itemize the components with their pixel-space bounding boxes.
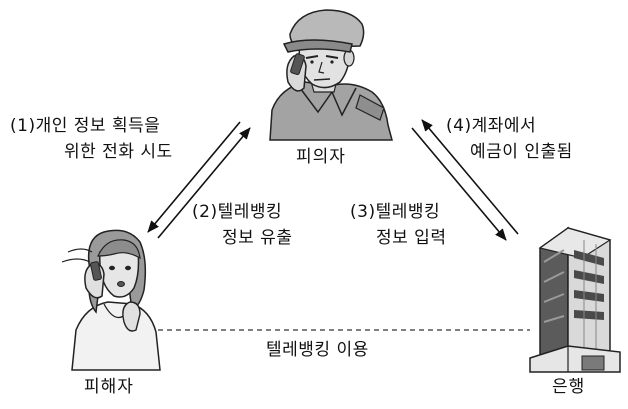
- dashed-link-label: 텔레뱅킹 이용: [266, 340, 369, 360]
- step-2-label-line-1: (2)텔레뱅킹: [192, 202, 283, 222]
- step-3-label-line-2: 정보 입력: [376, 228, 447, 248]
- step-3-label-line-1: (3)텔레뱅킹: [350, 202, 441, 222]
- arrow-step-2: [157, 127, 251, 239]
- step-2-label-line-2: 정보 유출: [222, 228, 293, 248]
- victim-label: 피해자: [84, 377, 134, 397]
- arrow-step-4: [421, 119, 519, 235]
- bank-label: 은행: [552, 377, 586, 397]
- step-1-label-line-2: 위한 전화 시도: [64, 142, 173, 162]
- step-1-label-line-1: (1)개인 정보 획득을: [10, 116, 161, 136]
- arrow-step-3: [411, 127, 507, 241]
- victim-illustration: [61, 229, 161, 371]
- step-4-label-line-2: 예금이 인출됨: [470, 142, 573, 162]
- suspect-label: 피의자: [296, 147, 346, 167]
- step-4-label-line-1: (4)계좌에서: [446, 116, 537, 136]
- arrow-step-1: [147, 121, 241, 233]
- suspect-illustration: [269, 9, 393, 141]
- bank-building-illustration: [529, 226, 621, 373]
